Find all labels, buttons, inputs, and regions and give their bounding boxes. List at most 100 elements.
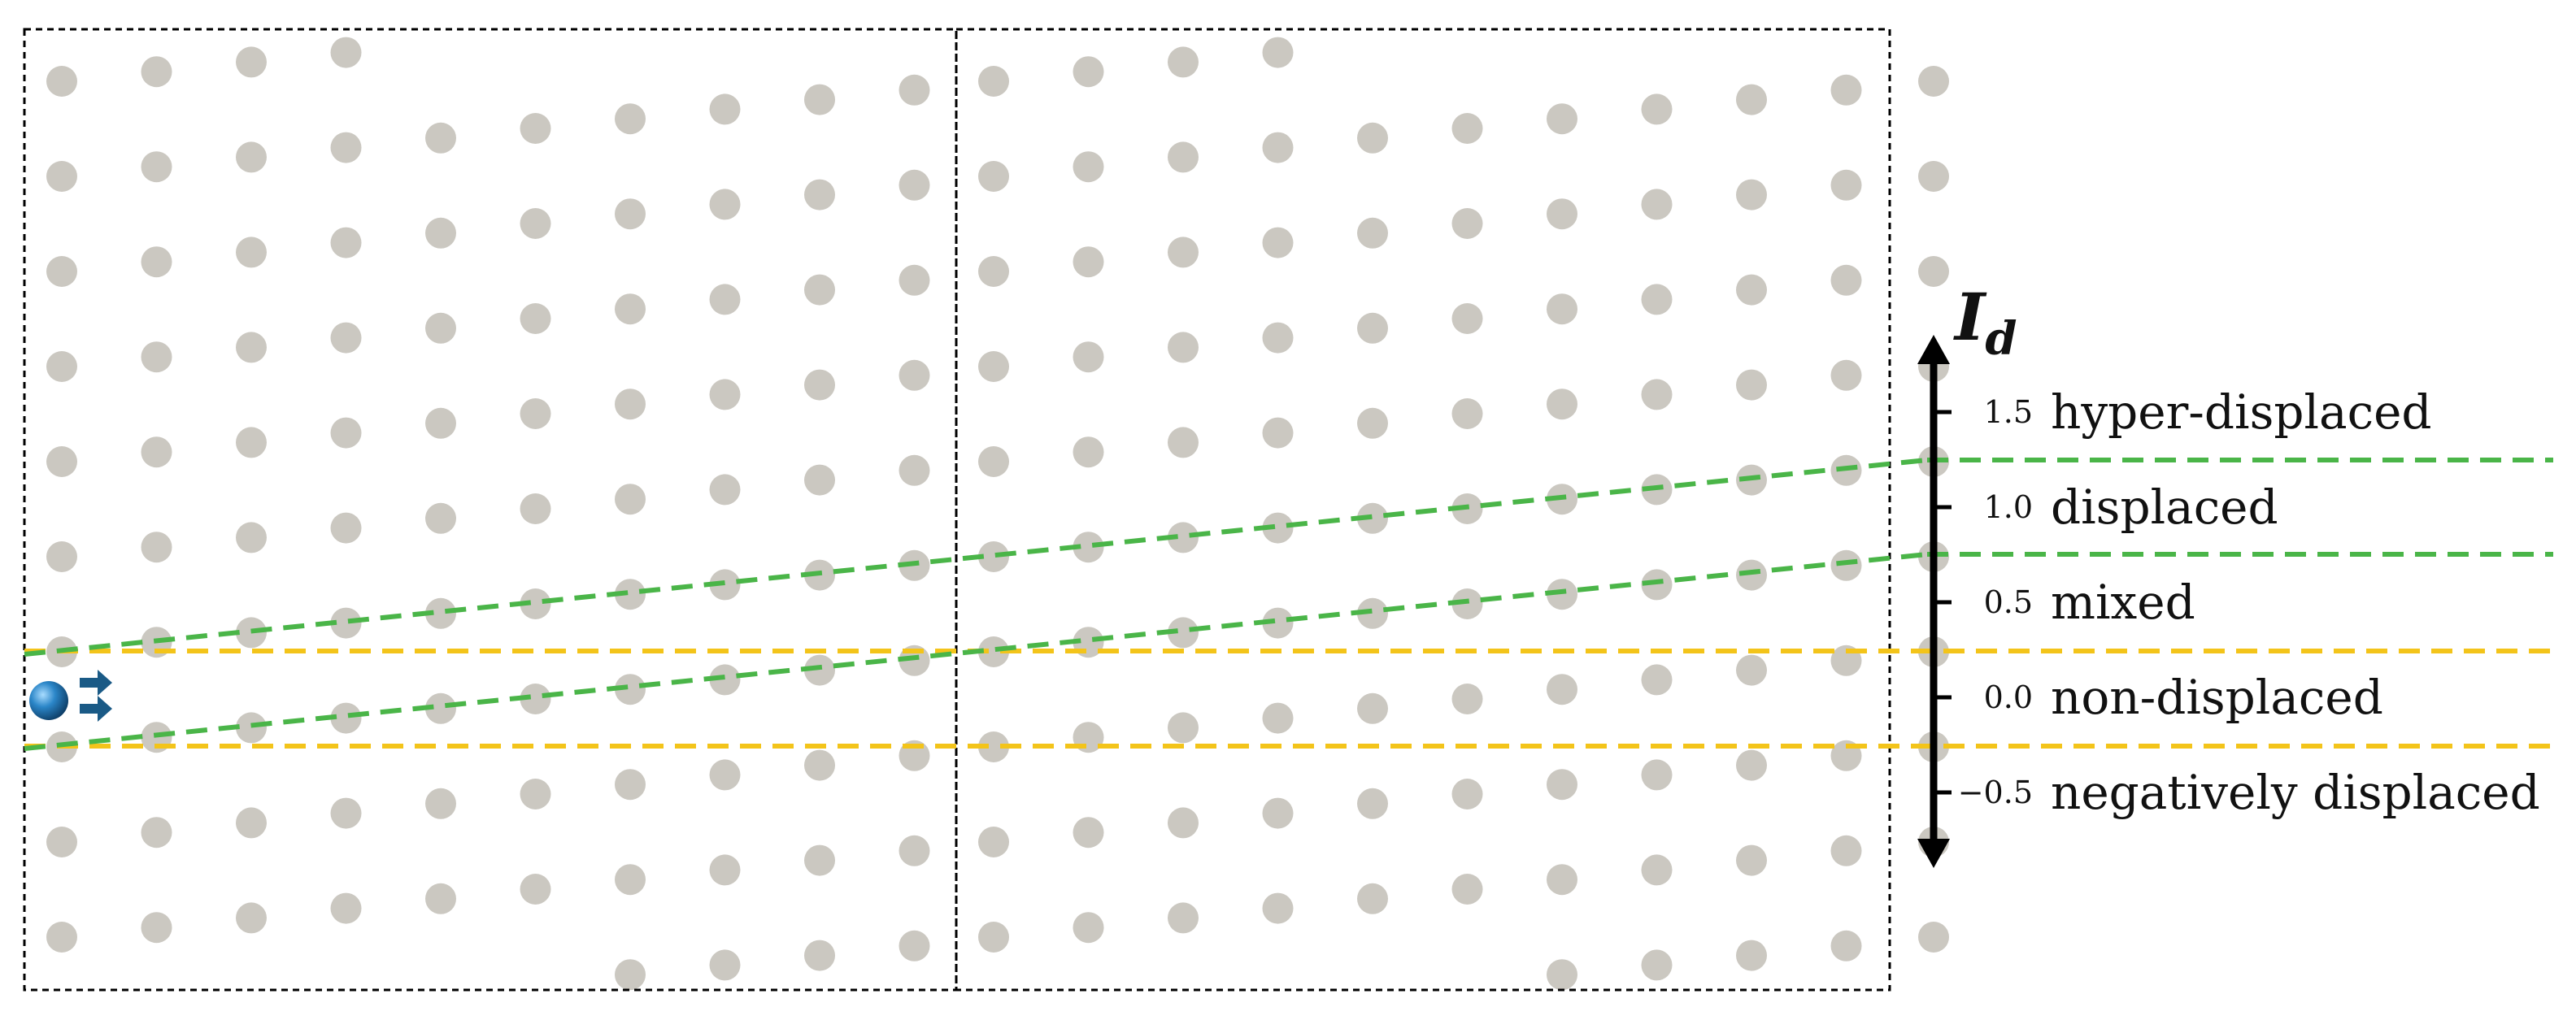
pillar	[1830, 74, 1862, 106]
pillar	[899, 835, 930, 866]
pillar	[520, 779, 551, 809]
pillar	[978, 731, 1009, 762]
pillar	[1262, 37, 1294, 68]
pillar	[709, 854, 741, 886]
pillar	[46, 66, 77, 97]
pillar	[615, 484, 646, 515]
pillar	[1073, 817, 1104, 849]
pillar	[141, 151, 172, 183]
pillar	[330, 322, 362, 354]
pillar	[804, 940, 835, 971]
pillar	[1547, 959, 1577, 991]
axis-title: Id	[1953, 279, 2017, 366]
pillar	[46, 256, 77, 287]
pillar	[1736, 940, 1767, 971]
axis-arrow-down-icon	[1917, 839, 1950, 868]
pillar	[1357, 883, 1388, 914]
pillar	[1918, 256, 1949, 287]
pillar	[1547, 864, 1577, 896]
particle-sphere-icon	[29, 681, 68, 720]
pillar	[709, 664, 741, 696]
pillar	[709, 93, 741, 125]
pillar	[709, 284, 741, 315]
pillar	[1073, 246, 1104, 278]
pillar	[330, 37, 362, 68]
pillar	[141, 532, 172, 563]
pillar	[425, 692, 456, 724]
pillar	[141, 436, 172, 468]
pillar	[978, 446, 1009, 477]
pillar	[615, 293, 646, 325]
pillar	[1641, 759, 1673, 791]
pillar	[1168, 427, 1199, 458]
pillar	[330, 227, 362, 258]
pillar	[709, 949, 741, 981]
pillar	[1641, 379, 1673, 410]
pillar	[1830, 835, 1862, 866]
pillar	[1736, 749, 1767, 781]
pillar	[1641, 189, 1673, 220]
pillar	[1357, 692, 1388, 724]
pillar	[1451, 113, 1483, 144]
axis-tick-value: 1.5	[1984, 394, 2033, 430]
pillar	[1357, 122, 1388, 154]
pillar	[804, 369, 835, 401]
pillar	[330, 512, 362, 544]
pillar	[520, 588, 551, 619]
pillar	[236, 522, 267, 553]
pillar	[1547, 674, 1577, 705]
pillar	[1073, 912, 1104, 944]
pillar	[141, 817, 172, 849]
pillar	[1830, 169, 1862, 201]
pillar	[615, 959, 646, 991]
pillar	[330, 702, 362, 734]
pillar	[1168, 522, 1199, 553]
pillar	[425, 217, 456, 249]
axis-tick-value: 0.5	[1984, 584, 2033, 620]
pillar	[1168, 902, 1199, 934]
pillar	[46, 161, 77, 192]
pillar	[141, 56, 172, 88]
pillar	[1262, 702, 1294, 734]
pillar	[615, 769, 646, 801]
pillar	[1641, 284, 1673, 315]
double-right-arrow-icon	[80, 670, 112, 722]
pillar	[804, 844, 835, 876]
pillar	[520, 113, 551, 144]
pillar	[141, 246, 172, 278]
pillar	[1357, 407, 1388, 439]
pillar	[520, 398, 551, 429]
pillar	[1168, 807, 1199, 839]
pillar	[709, 759, 741, 791]
green-boundary-lower	[24, 552, 1928, 751]
pillar	[615, 579, 646, 610]
pillar	[978, 66, 1009, 97]
pillar	[1736, 179, 1767, 211]
pillar	[709, 189, 741, 220]
pillar	[1168, 46, 1199, 78]
pillar	[1262, 797, 1294, 829]
pillar	[615, 198, 646, 230]
boundary-lines	[24, 458, 2553, 751]
pillar	[1262, 607, 1294, 639]
pillar	[899, 454, 930, 486]
pillar	[899, 359, 930, 391]
pillar	[1357, 597, 1388, 629]
pillar	[330, 607, 362, 639]
pillar	[520, 684, 551, 714]
pillar	[1547, 103, 1577, 135]
pillar	[1262, 892, 1294, 924]
pillar	[1736, 369, 1767, 401]
pillar	[709, 474, 741, 506]
displacement-category-label: displaced	[2051, 480, 2278, 535]
pillar	[1168, 332, 1199, 363]
pillar	[615, 388, 646, 420]
pillar	[1262, 132, 1294, 163]
pillar	[1451, 588, 1483, 619]
pillar	[425, 883, 456, 914]
pillar	[1830, 264, 1862, 296]
green-boundary-upper	[24, 458, 1928, 657]
pillar	[1547, 293, 1577, 325]
